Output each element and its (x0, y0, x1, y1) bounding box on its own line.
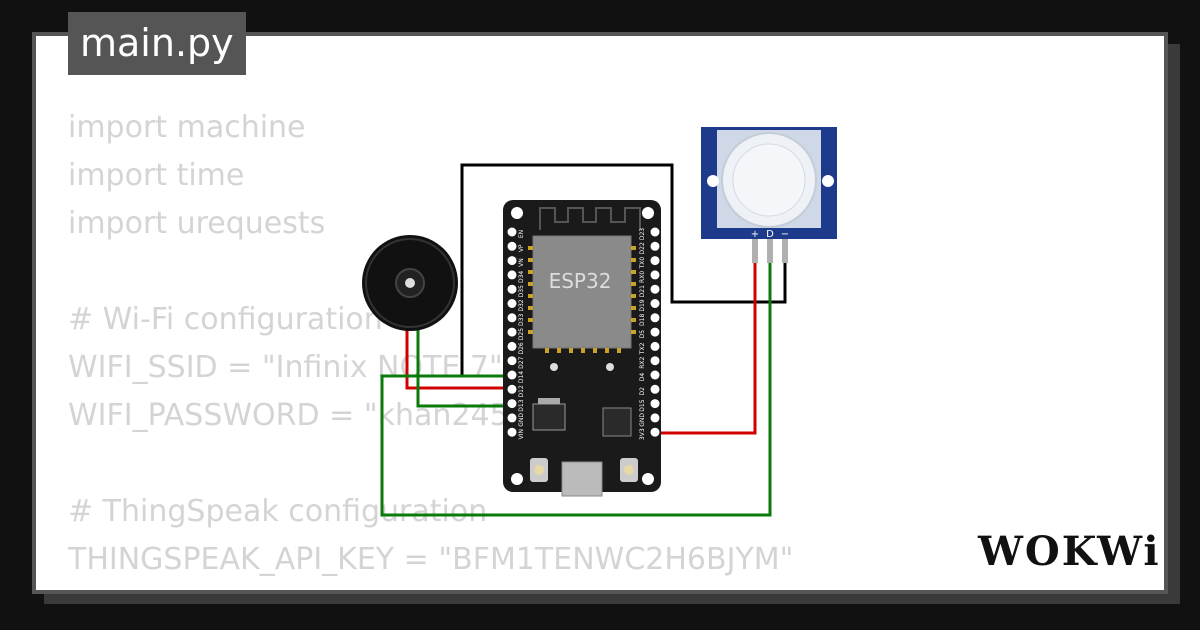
pin-label: VN (518, 258, 525, 267)
header-pin[interactable] (650, 327, 660, 337)
usb-port (561, 461, 603, 497)
code-preview: import machine import time import urequest… (68, 104, 924, 590)
wokwi-logo: WOKWi (978, 528, 1161, 575)
chip-pads (528, 246, 636, 353)
header-pin[interactable] (650, 384, 660, 394)
pin-label: GND (639, 413, 646, 427)
pin-label: D32 (518, 299, 525, 311)
pir-pin-minus-label: − (781, 229, 789, 240)
header-pin[interactable] (650, 256, 660, 266)
code-line: # ThingSpeak configuration (68, 494, 488, 529)
header-pin[interactable] (650, 399, 660, 409)
pin-label: TX2 (639, 342, 646, 355)
pin-label: EN (518, 230, 525, 238)
header-pin[interactable] (650, 227, 660, 237)
header-pin[interactable] (507, 413, 517, 423)
pin-label: D14 (518, 371, 525, 383)
header-pin[interactable] (650, 370, 660, 380)
header-pin[interactable] (507, 299, 517, 308)
header-pin[interactable] (650, 356, 660, 366)
header-pin[interactable] (507, 284, 517, 294)
pin-label: D19 (639, 299, 646, 311)
buzzer[interactable] (362, 235, 458, 331)
left-header-pins (507, 227, 517, 437)
header-pin[interactable] (507, 227, 517, 237)
pir-pin-d-label: D (766, 229, 774, 240)
pin-label: VIN (518, 429, 525, 439)
header-pin[interactable] (507, 241, 517, 251)
pin-label: GND (518, 413, 525, 427)
code-line: import urequests (68, 206, 326, 241)
header-pin[interactable] (650, 270, 660, 280)
pin-label: D35 (518, 285, 525, 297)
header-pin[interactable] (650, 313, 660, 323)
pin-label: D23 (639, 228, 646, 240)
header-pin[interactable] (507, 313, 517, 323)
pin-label: D12 (518, 385, 525, 397)
pin-label: D33 (518, 313, 525, 325)
wire-green-pir[interactable] (380, 262, 772, 517)
header-pin[interactable] (650, 427, 660, 437)
pir-sensor[interactable]: + D − (701, 127, 837, 263)
code-line: import time (68, 158, 245, 193)
pin-label: RX2 (639, 356, 646, 368)
header-pin[interactable] (507, 341, 517, 351)
right-pin-labels: D23D22TX0RX0D21D19D18D5TX2RX2D4D2D15GND3… (639, 228, 646, 440)
pin-label: VP (518, 244, 525, 252)
header-pin[interactable] (650, 241, 660, 251)
header-pin[interactable] (507, 399, 517, 409)
pin-label: D26 (518, 342, 525, 354)
header-pin[interactable] (507, 356, 517, 366)
code-line: # Wi-Fi configuration (68, 302, 383, 337)
pin-label: D15 (639, 399, 646, 411)
pin-label: D25 (518, 328, 525, 340)
header-pin[interactable] (507, 256, 517, 266)
esp32-board[interactable]: ESP32 ENVPVND34D35D32D33D25D26D27D14D12D… (503, 200, 661, 497)
wire-red-buzzer[interactable] (405, 320, 512, 390)
pin-label: D34 (518, 271, 525, 283)
header-pin[interactable] (650, 413, 660, 423)
header-pin[interactable] (507, 327, 517, 337)
pin-label: D13 (518, 399, 525, 411)
header-pin[interactable] (507, 370, 517, 380)
pin-label: D18 (639, 313, 646, 325)
header-pin[interactable] (650, 299, 660, 308)
code-line: THINGSPEAK_API_KEY = "BFM1TENWC2H6BJYM" (68, 542, 794, 577)
wire-green-buzzer[interactable] (416, 320, 512, 408)
header-pin[interactable] (507, 384, 517, 394)
header-pin[interactable] (650, 284, 660, 294)
header-pin[interactable] (507, 270, 517, 280)
pin-label: 3V3 (639, 428, 646, 440)
chip-label: ESP32 (549, 269, 612, 293)
header-pin[interactable] (507, 427, 517, 437)
pin-label: D5 (639, 330, 646, 339)
pin-label: RX0 (639, 271, 646, 283)
code-line: import machine (68, 110, 306, 145)
pin-label: D27 (518, 356, 525, 368)
pin-label: D2 (639, 387, 646, 396)
header-pin[interactable] (650, 341, 660, 351)
wire-red-pir[interactable] (655, 262, 757, 435)
pin-label: D21 (639, 285, 646, 297)
file-tab[interactable]: main.py (68, 12, 246, 75)
pir-pin-plus-label: + (751, 229, 759, 240)
pin-label: TX0 (639, 257, 646, 270)
pin-label: D22 (639, 242, 646, 254)
right-header-pins (650, 227, 660, 437)
pin-label: D4 (639, 373, 646, 382)
